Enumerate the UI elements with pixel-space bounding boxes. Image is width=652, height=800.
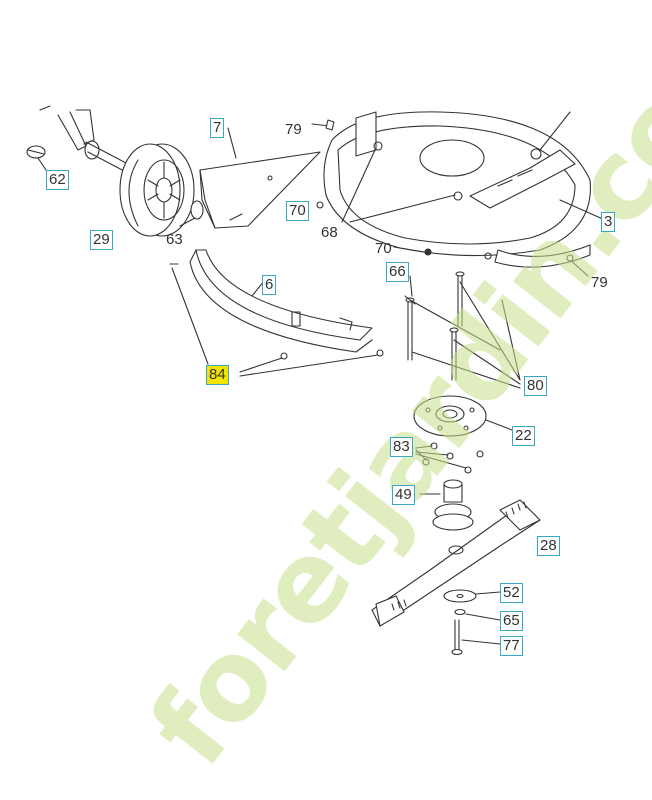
callout-66: 66 xyxy=(386,262,409,282)
lock-washer-65 xyxy=(454,608,466,616)
callout-22: 22 xyxy=(512,426,535,446)
callout-6: 6 xyxy=(262,275,277,295)
callout-83: 83 xyxy=(390,437,413,457)
knob-62 xyxy=(26,145,47,171)
callout-7: 7 xyxy=(210,118,225,138)
callout-79-right: 79 xyxy=(591,274,608,291)
rear-flap-7 xyxy=(199,127,321,229)
callout-70-left: 70 xyxy=(286,201,309,221)
wheel-29 xyxy=(119,143,195,237)
blade-adapter-49 xyxy=(419,479,474,531)
callout-29: 29 xyxy=(90,230,113,250)
bolt-79-top xyxy=(311,119,335,131)
callout-3: 3 xyxy=(601,212,616,232)
bolt-70-right xyxy=(424,248,432,256)
bolt-77 xyxy=(451,619,501,656)
callout-68: 68 xyxy=(321,224,338,241)
callout-49: 49 xyxy=(392,485,415,505)
washer-63 xyxy=(190,200,204,220)
callout-77: 77 xyxy=(500,636,523,656)
bolts-80 xyxy=(404,271,521,389)
bolt-79-right xyxy=(566,254,589,277)
flange-plate-22 xyxy=(413,395,513,437)
side-skirt-6 xyxy=(189,249,373,353)
callout-79-top: 79 xyxy=(285,121,302,138)
blade-28 xyxy=(371,499,541,627)
bolt-70-left xyxy=(316,201,324,209)
callout-62: 62 xyxy=(46,170,69,190)
callout-84: 84 xyxy=(206,365,229,385)
callout-70-right: 70 xyxy=(375,240,392,257)
callout-52: 52 xyxy=(500,583,523,603)
washer-52 xyxy=(443,589,477,603)
mower-deck-3 xyxy=(323,111,606,268)
callout-63: 63 xyxy=(166,231,183,248)
screw-84 xyxy=(169,263,384,377)
screws-83 xyxy=(415,442,484,474)
callout-28: 28 xyxy=(537,536,560,556)
watermark: foretjardin.com xyxy=(95,0,652,789)
axle-bracket xyxy=(39,105,131,173)
callout-65: 65 xyxy=(500,611,523,631)
callout-80: 80 xyxy=(524,376,547,396)
